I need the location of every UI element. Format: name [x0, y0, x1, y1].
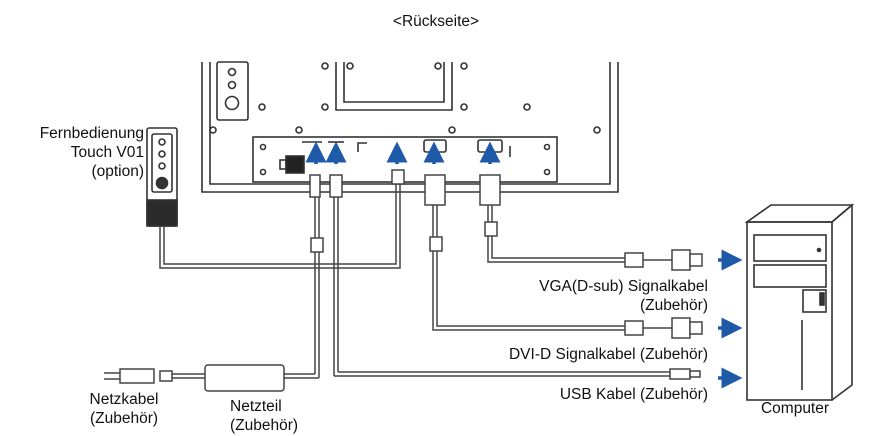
remote-label-line1: Fernbedienung [39, 125, 144, 142]
page-title: <Rückseite> [392, 13, 480, 30]
vga-cable-label-line1: VGA(D-sub) Signalkabel [539, 278, 708, 295]
power-cable-label-line2: (Zubehör) [89, 410, 159, 427]
usb-cable-label: USB Kabel (Zubehör) [559, 386, 708, 403]
vga-cable-label: VGA(D-sub) Signalkabel (Zubehör) [440, 277, 708, 315]
remote-label: Fernbedienung Touch V01 (option) [0, 124, 144, 181]
power-cable-label: Netzkabel (Zubehör) [76, 390, 172, 428]
computer-tower [744, 203, 855, 401]
dvi-cable-label: DVI-D Signalkabel (Zubehör) [508, 346, 708, 363]
adapter-label: Netzteil (Zubehör) [230, 397, 330, 435]
monitor-back-panel [201, 61, 619, 193]
remote-control [146, 127, 178, 227]
computer-label: Computer [760, 400, 830, 417]
vga-cable-label-line2: (Zubehör) [639, 297, 708, 314]
remote-label-line3: (option) [91, 163, 144, 180]
power-cable-label-line1: Netzkabel [89, 391, 159, 408]
adapter-label-line2: (Zubehör) [230, 417, 299, 434]
cables [104, 169, 703, 392]
adapter-label-line1: Netzteil [230, 398, 282, 415]
insertion-arrows [305, 141, 743, 389]
remote-label-line2: Touch V01 [70, 144, 144, 161]
